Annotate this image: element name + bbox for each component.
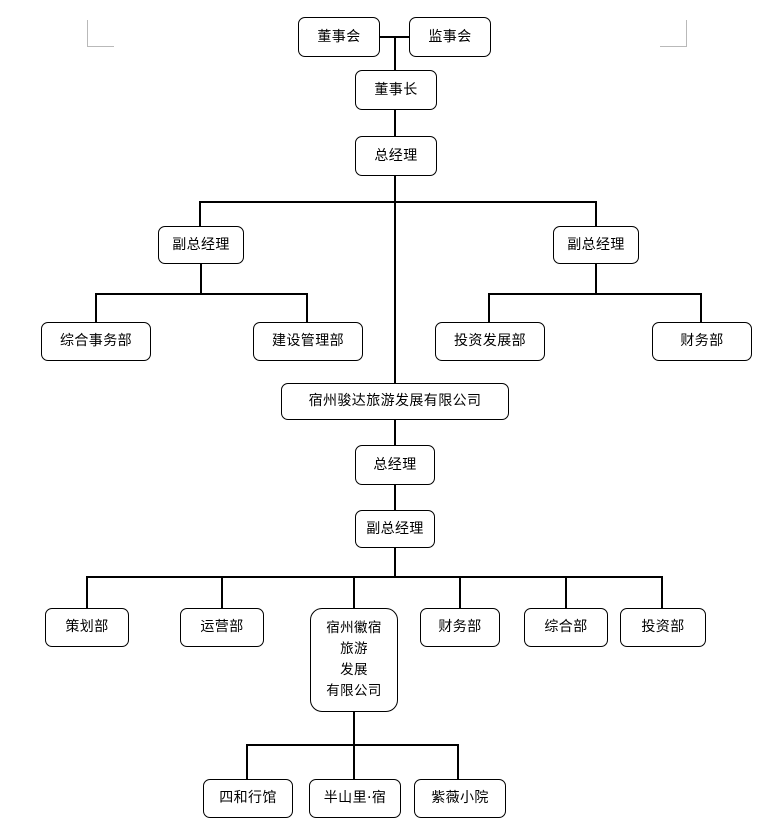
connector-huisu-to-banshanli [353,744,355,779]
connector-dgm2-branch-bar [86,576,663,578]
node-deputy-gm-2[interactable]: 副总经理 [355,510,435,548]
connector-gm-to-junda [394,201,396,383]
node-construction-mgmt-dept[interactable]: 建设管理部 [253,322,363,361]
node-deputy-gm-right[interactable]: 副总经理 [553,226,639,264]
connector-dgm-right-stem [595,264,597,294]
node-board-of-directors[interactable]: 董事会 [298,17,380,57]
connector-huisu-stem [353,712,355,745]
node-chairman[interactable]: 董事长 [355,70,437,110]
connector-gm-to-dgm-right [595,201,597,226]
connector-dgm2-to-general [565,576,567,608]
page-margin-guide-top-right [660,20,687,47]
connector-dgm2-to-finance2 [459,576,461,608]
node-board-of-supervisors[interactable]: 监事会 [409,17,491,57]
node-ziwei-courtyard[interactable]: 紫薇小院 [414,779,506,818]
node-general-affairs-dept[interactable]: 综合事务部 [41,322,151,361]
node-planning-dept[interactable]: 策划部 [45,608,129,647]
connector-dgm-left-to-construction [306,293,308,322]
connector-dgm-right-to-finance [700,293,702,322]
connector-board-to-chairman [394,36,396,70]
connector-dgm-left-stem [200,264,202,294]
node-finance-dept-2[interactable]: 财务部 [420,608,500,647]
connector-dgm-left-bar [95,293,307,295]
connector-dgm-right-to-investment-dev [488,293,490,322]
connector-huisu-to-ziwei [457,744,459,779]
node-deputy-gm-left[interactable]: 副总经理 [158,226,244,264]
node-general-manager-2[interactable]: 总经理 [355,445,435,485]
node-general-manager[interactable]: 总经理 [355,136,437,176]
connector-huisu-to-sihe [246,744,248,779]
node-junda-tourism-company[interactable]: 宿州骏达旅游发展有限公司 [281,383,509,420]
connector-huisu-branch-bar [246,744,459,746]
connector-gm-to-dgm-left [199,201,201,226]
page-margin-guide-top-left [87,20,114,47]
connector-dgm2-to-planning [86,576,88,608]
connector-dgm-right-bar [488,293,701,295]
node-operations-dept[interactable]: 运营部 [180,608,264,647]
connector-dgm2-stem [394,548,396,577]
node-finance-dept[interactable]: 财务部 [652,322,752,361]
node-investment-dept[interactable]: 投资部 [620,608,706,647]
connector-gm2-to-dgm2 [394,485,396,510]
node-investment-dev-dept[interactable]: 投资发展部 [435,322,545,361]
connector-dgm-left-to-general-affairs [95,293,97,322]
connector-dgm2-to-huisu [353,576,355,608]
node-sihe-guesthouse[interactable]: 四和行馆 [203,779,293,818]
connector-junda-to-gm2 [394,420,396,445]
node-huisu-tourism-company[interactable]: 宿州徽宿 旅游 发展 有限公司 [310,608,398,712]
connector-dgm2-to-operations [221,576,223,608]
connector-gm-branch-bar [199,201,597,203]
connector-dgm2-to-investment [661,576,663,608]
node-banshanli-su[interactable]: 半山里·宿 [309,779,401,818]
node-general-dept[interactable]: 综合部 [524,608,608,647]
connector-gm-trunk [394,176,396,202]
connector-chairman-to-gm [394,110,396,136]
